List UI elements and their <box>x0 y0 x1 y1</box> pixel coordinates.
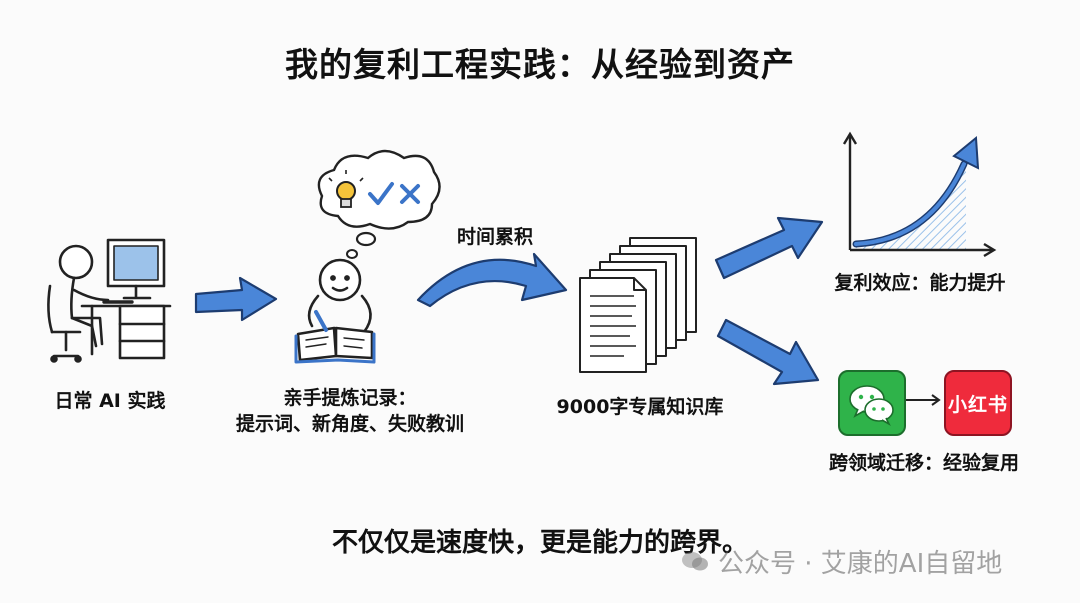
arrow-record-to-knowledge <box>416 252 568 308</box>
wechat-watermark-icon <box>682 552 708 571</box>
xiaohongshu-app-icon: 小红书 <box>944 370 1012 436</box>
arrow-practice-to-record <box>194 276 278 322</box>
label-daily-practice: 日常 AI 实践 <box>54 390 166 412</box>
lightbulb-icon <box>328 170 364 208</box>
thought-bubble <box>317 149 441 259</box>
tagline: 不仅仅是速度快，更是能力的跨界。 <box>331 528 748 558</box>
label-compound-effect: 复利效应：能力提升 <box>834 272 1006 294</box>
arrow-knowledge-to-compound <box>714 216 824 280</box>
arrow-wechat-to-xiaohongshu <box>904 394 941 406</box>
label-record-line1: 亲手提炼记录： <box>283 387 417 409</box>
watermark-text: 公众号 · 艾康的AI自留地 <box>718 548 1003 579</box>
label-record-line2: 提示词、新角度、失败教训 <box>235 413 464 435</box>
watermark: 公众号 · 艾康的AI自留地 <box>680 544 1003 579</box>
xiaohongshu-logo-text: 小红书 <box>947 393 1008 416</box>
diagram-title: 我的复利工程实践：从经验到资产 <box>285 45 795 84</box>
person-at-computer-illustration <box>47 238 172 363</box>
label-cross-domain: 跨领域迁移：经验复用 <box>828 452 1019 474</box>
label-knowledge-base: 9000字专属知识库 <box>556 396 724 418</box>
checkmark-icon <box>368 182 394 205</box>
label-time-accumulation: 时间累积 <box>456 226 533 248</box>
document-stack-icon <box>579 237 697 373</box>
growth-arrowhead-icon <box>952 135 980 170</box>
cross-icon <box>400 184 420 204</box>
growth-curve-chart <box>842 131 997 258</box>
person-writing-illustration <box>294 258 376 364</box>
arrow-knowledge-to-crossdomain <box>716 318 820 386</box>
wechat-app-icon <box>838 370 906 436</box>
